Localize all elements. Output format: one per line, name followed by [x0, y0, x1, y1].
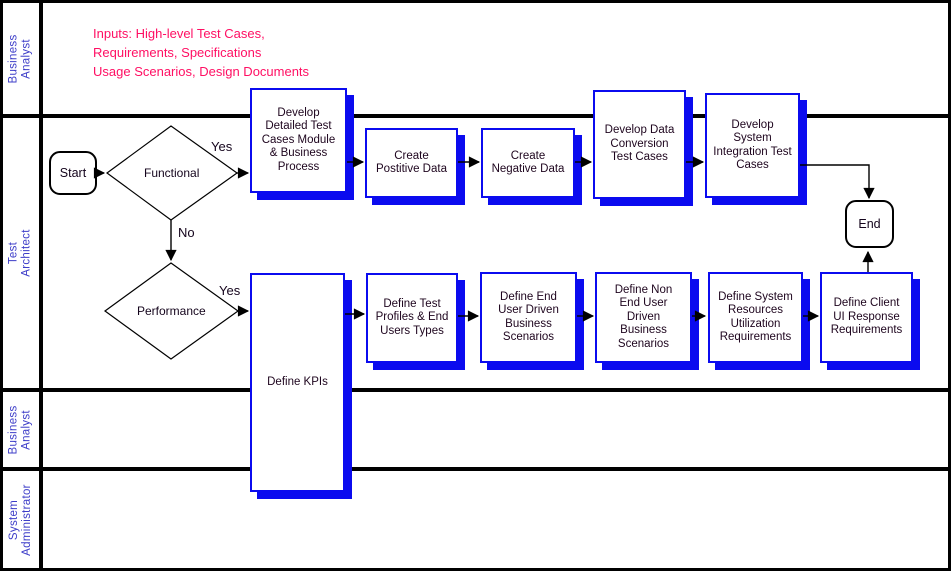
lane-label-system-administrator: System Administrator	[3, 471, 39, 568]
process-develop-system-integration: Develop System Integration Test Cases	[705, 93, 800, 198]
lane-label-text: System Administrator	[8, 483, 33, 556]
inputs-annotation-line: Usage Scenarios, Design Documents	[93, 64, 310, 79]
flow-connectors	[93, 125, 875, 360]
edge-label-functional-no: No	[178, 225, 195, 240]
lane-boundary-2	[3, 388, 948, 392]
process-define-test-profiles: Define Test Profiles & End Users Types	[366, 273, 458, 363]
lane-boundary-3	[3, 467, 948, 471]
terminator-end: End	[845, 200, 894, 248]
edge-label-performance-yes: Yes	[219, 283, 241, 298]
process-define-non-end-user-scenarios: Define Non End User Driven Business Scen…	[595, 272, 692, 363]
inputs-annotation-line: Requirements, Specifications	[93, 45, 262, 60]
edge-label-functional-yes: Yes	[211, 139, 233, 154]
process-create-negative-data: Create Negative Data	[481, 128, 575, 198]
process-develop-detailed-test-cases: Develop Detailed Test Cases Module & Bus…	[250, 88, 347, 193]
lane-label-business-analyst-top: Business Analyst	[3, 3, 39, 114]
process-develop-data-conversion: Develop Data Conversion Test Cases	[593, 90, 686, 199]
process-define-end-user-scenarios: Define End User Driven Business Scenario…	[480, 272, 577, 363]
edge-integration-end	[800, 164, 875, 200]
lane-boundary-1	[3, 114, 948, 118]
decision-functional-label: Functional	[144, 166, 200, 180]
inputs-annotation-line: Inputs: High-level Test Cases,	[93, 26, 265, 41]
process-define-system-resources: Define System Resources Utilization Requ…	[708, 272, 803, 363]
lane-label-text: Test Architect	[8, 229, 33, 277]
decision-performance-label: Performance	[137, 304, 206, 318]
lane-label-test-architect: Test Architect	[3, 118, 39, 388]
process-create-positive-data: Create Postitive Data	[365, 128, 458, 198]
lane-label-text: Business Analyst	[8, 33, 33, 84]
lane-label-text: Business Analyst	[8, 404, 33, 455]
inputs-annotation: Inputs: High-level Test Cases, Requireme…	[93, 24, 309, 81]
process-define-client-ui-response: Define Client UI Response Requirements	[820, 272, 913, 363]
terminator-start: Start	[49, 151, 97, 195]
lane-label-column-divider	[39, 3, 43, 568]
process-define-kpis: Define KPIs	[250, 273, 345, 492]
lane-label-business-analyst-bottom: Business Analyst	[3, 392, 39, 467]
